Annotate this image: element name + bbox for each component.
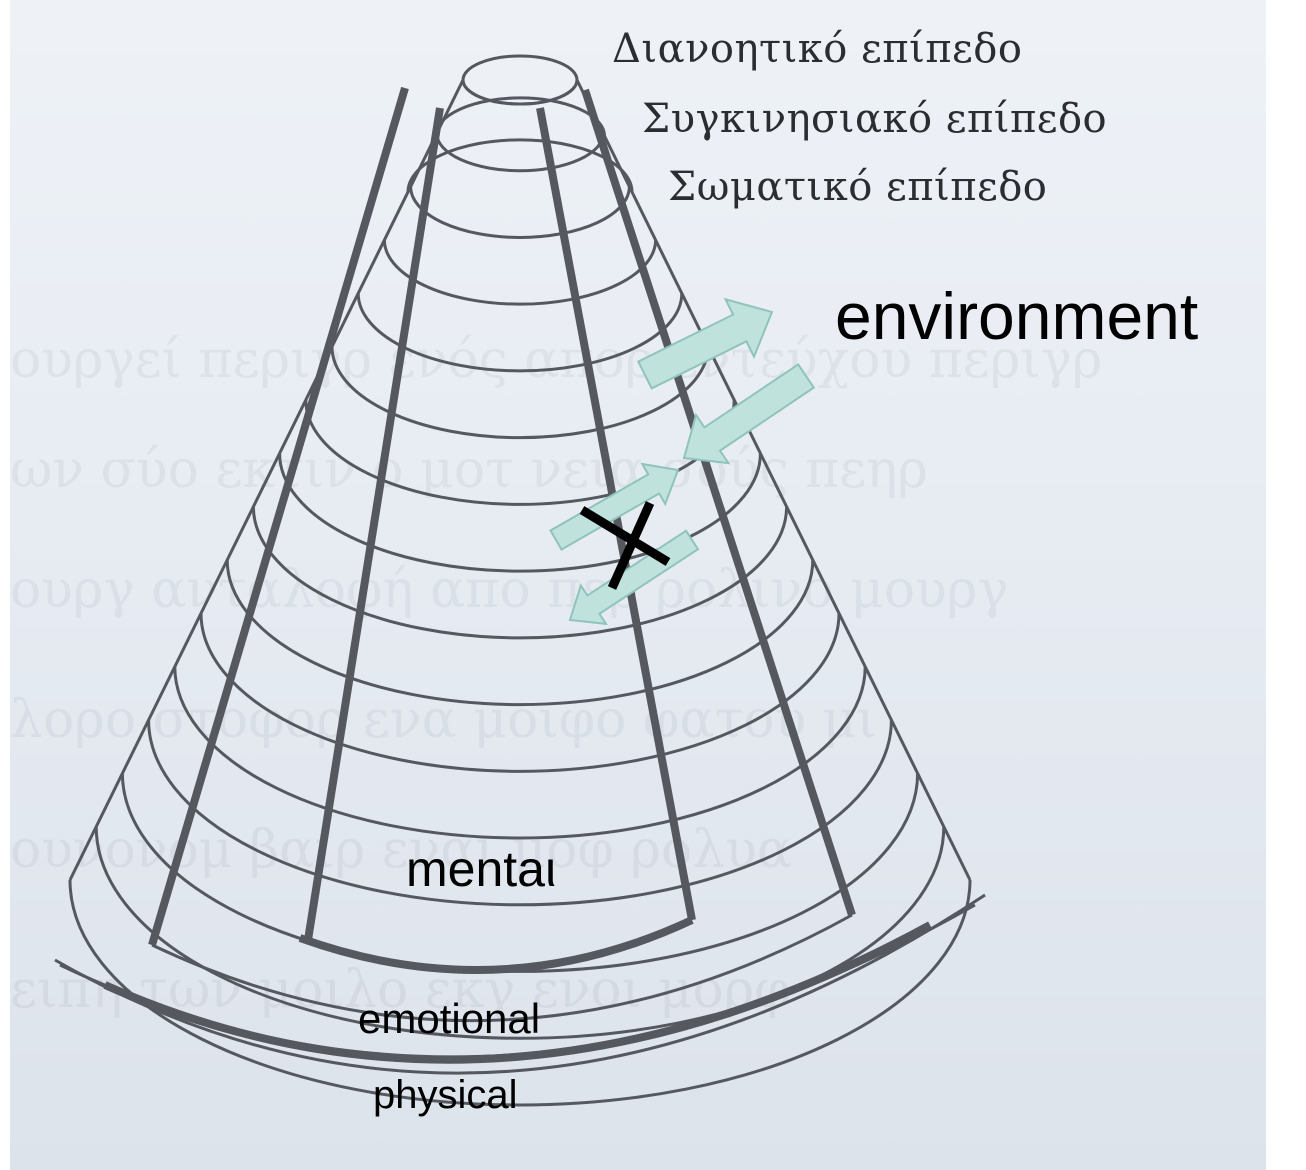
show-through-text: ων σύο εκτιν ο μοτ νεια σούς πεηρ: [10, 440, 928, 500]
environment-label: environment: [835, 279, 1199, 353]
arrow-outward-upper: [636, 297, 774, 390]
show-through-text: ουργεί περιγρ ενός απορ εντεύχου περιγρ: [10, 330, 1103, 390]
cone-meridian-2: [304, 107, 444, 941]
x-stroke-1: [579, 506, 671, 566]
cone-ring-4: [382, 239, 658, 306]
cone-meridian-1: [148, 86, 409, 947]
cone-ring-11: [199, 613, 841, 773]
cone-left-edge: [68, 79, 465, 881]
cone-ring-6: [330, 346, 710, 440]
arrow-inward-lower: [568, 529, 700, 626]
cone-ring-8: [278, 453, 762, 573]
cone-meridian-4: [581, 88, 856, 917]
cone-arrows: [549, 297, 816, 626]
cone-mental-boundary: [298, 916, 694, 974]
cone-right-edge: [575, 79, 972, 881]
cone-rings: [68, 54, 972, 1107]
arrow-inward-upper: [682, 363, 816, 465]
greek-label-emotional-level: Συγκινησιακό επίπεδο: [642, 96, 1108, 142]
cone-ring-16: [68, 879, 972, 1107]
greek-label-intellectual-level: Διανοητικό επίπεδο: [612, 26, 1023, 72]
cone-meridians: [54, 79, 986, 1075]
cone-ring-2: [435, 133, 605, 173]
x-stroke-2: [607, 501, 655, 590]
cone-ring-15: [94, 826, 946, 1040]
cone-ring-10: [225, 559, 815, 707]
emotional-label: emotional: [358, 995, 541, 1042]
show-through-text: ειπη των μοιλο εκγ ενοι μορφ: [10, 960, 791, 1020]
cone-ring-12: [173, 666, 867, 840]
arrow-outward-lower: [549, 462, 680, 551]
cone-mental-rim: [151, 913, 853, 1023]
blocked-x-mark: [579, 501, 671, 590]
cone-emotional-boundary: [103, 921, 932, 1064]
mental-label: mentaι: [406, 841, 557, 897]
cone-ring-9: [251, 506, 789, 640]
cone-ring-3: [409, 186, 631, 239]
cone-physical-boundary: [54, 893, 986, 1075]
physical-label: physical: [373, 1073, 518, 1117]
cone-ring-1: [461, 79, 579, 106]
greek-label-physical-level: Σωματικό επίπεδο: [668, 164, 1048, 210]
